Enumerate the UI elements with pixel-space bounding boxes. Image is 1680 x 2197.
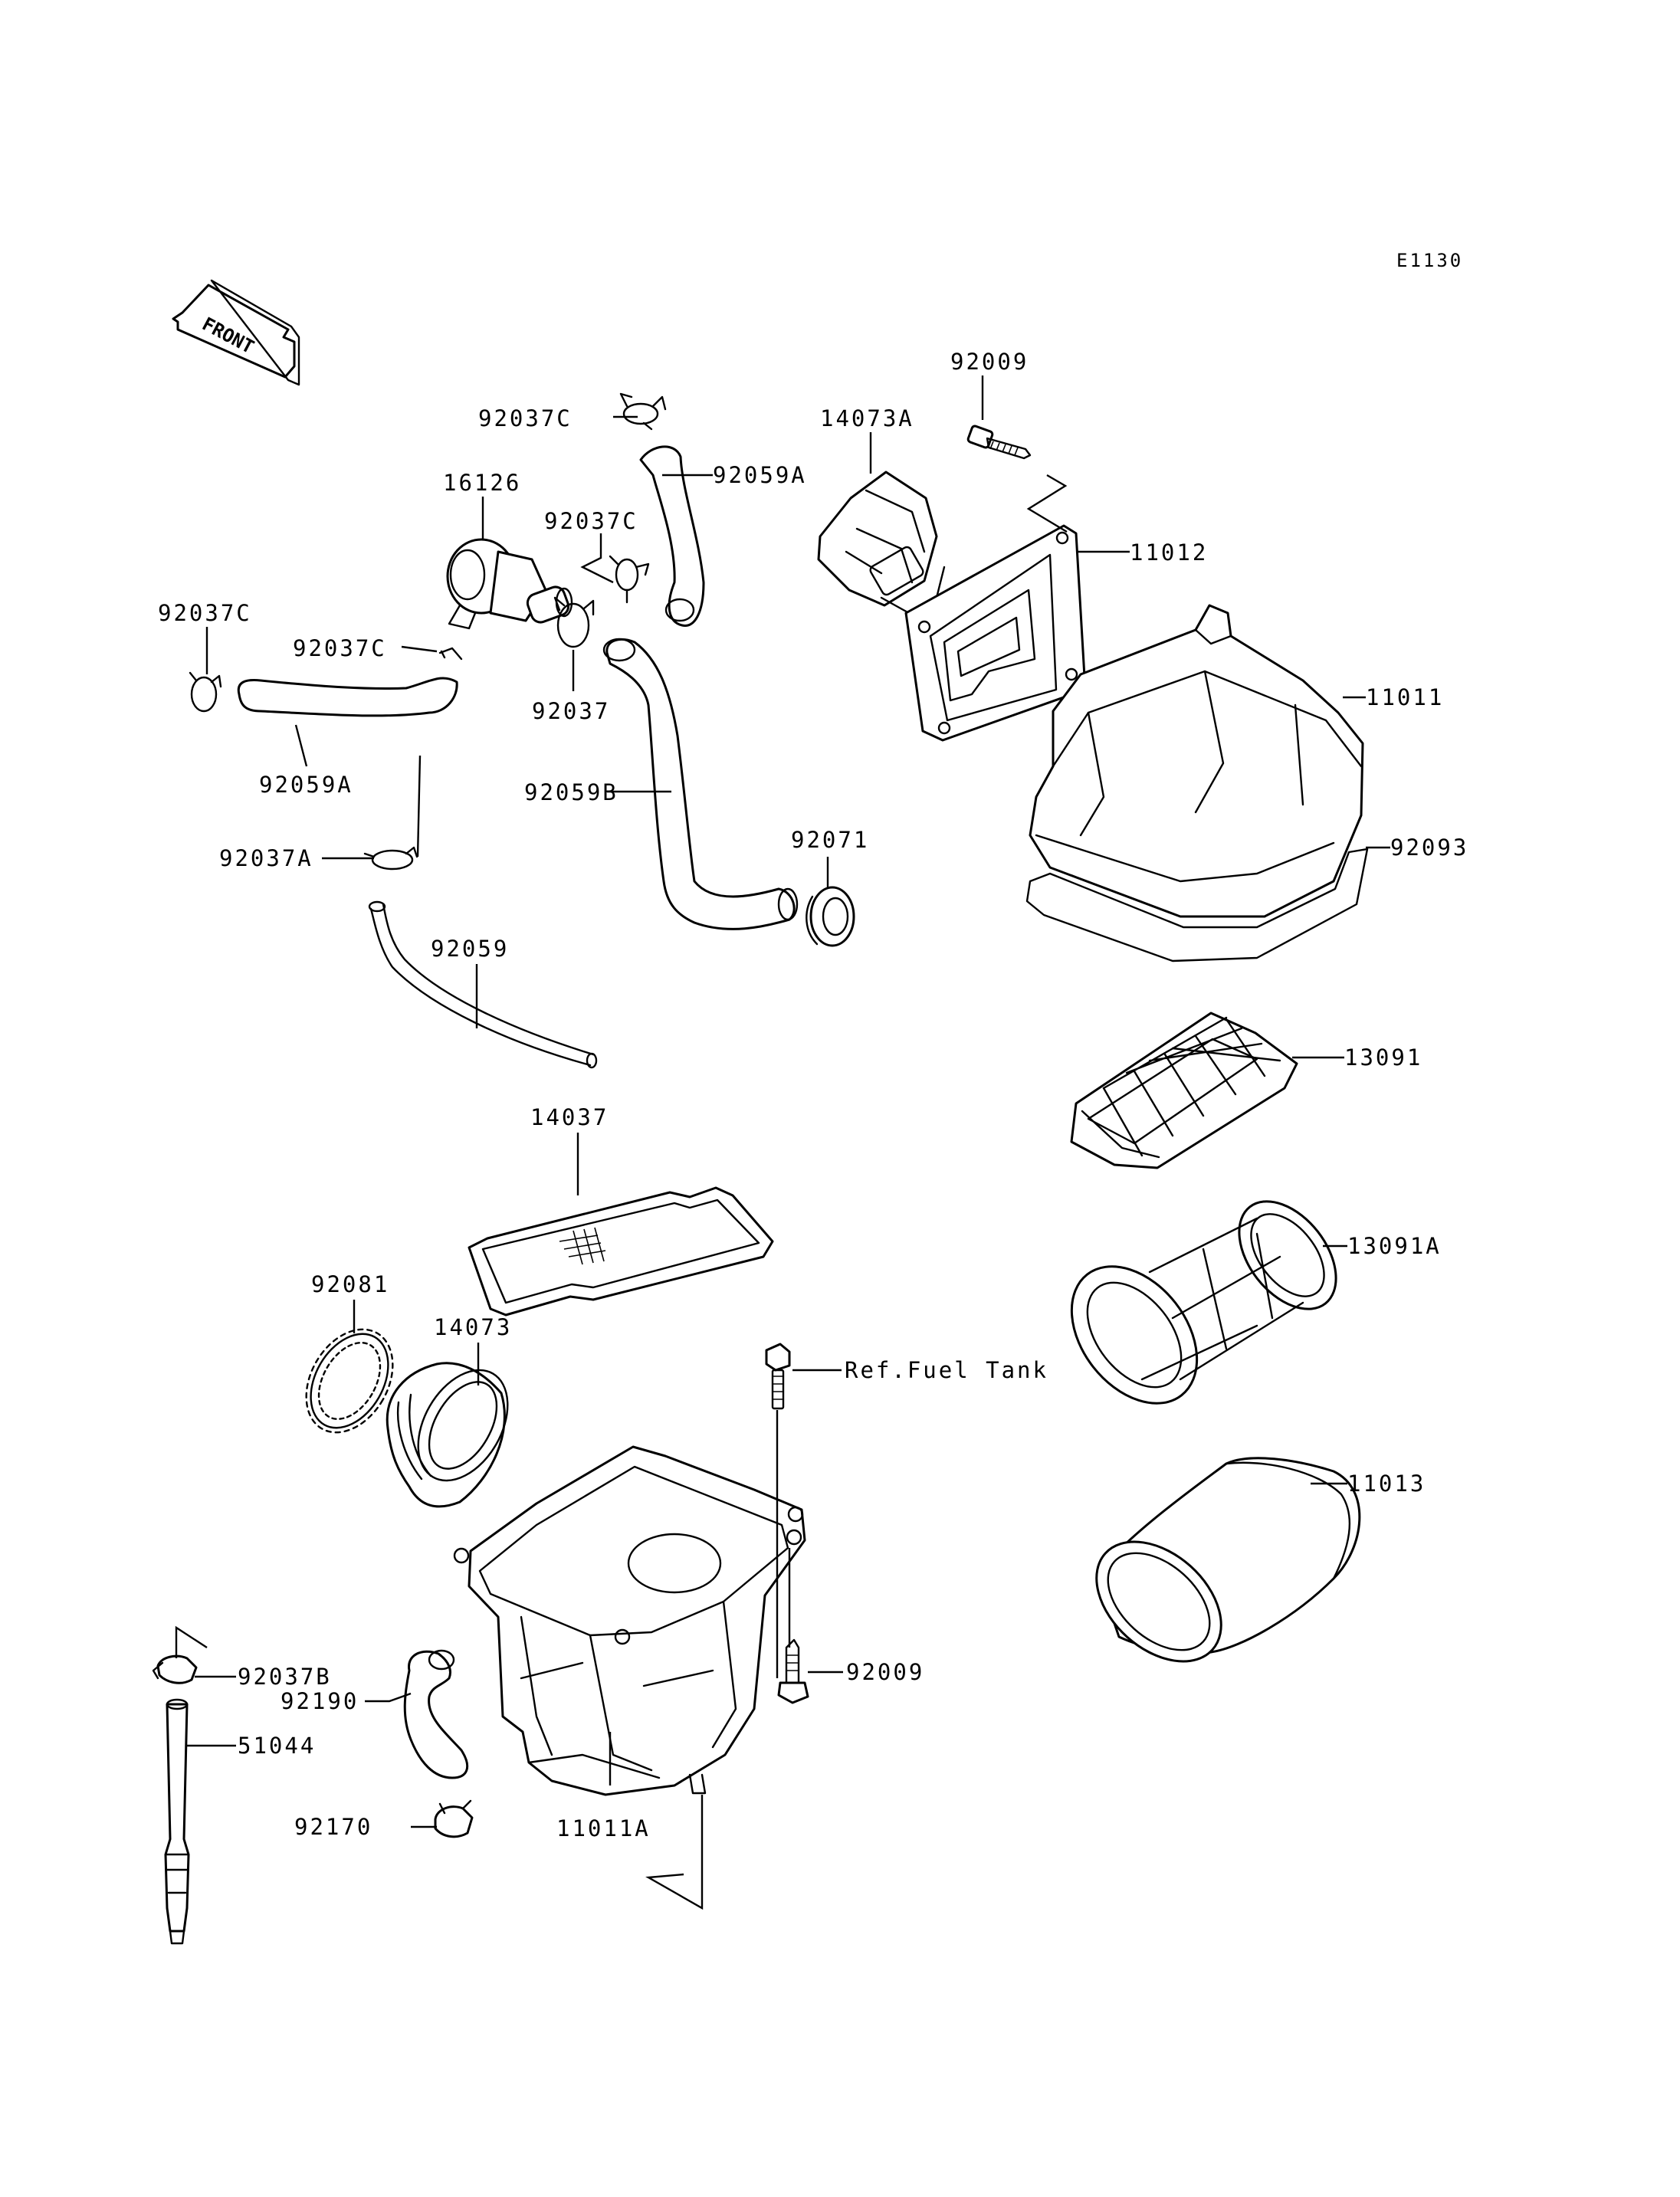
front-arrow-icon: FRONT <box>172 279 300 386</box>
label-51044: 51044 <box>238 1733 316 1759</box>
label-92037: 92037 <box>532 698 610 724</box>
label-92037B: 92037B <box>238 1664 332 1690</box>
tube-92059 <box>369 903 595 1067</box>
label-11012: 11012 <box>1130 539 1208 566</box>
leader-lines <box>175 375 1390 1910</box>
label-92059A-top: 92059A <box>713 462 807 488</box>
label-92009-top: 92009 <box>950 349 1029 375</box>
hose-92190 <box>403 1650 469 1779</box>
clamp-92037C-left <box>189 671 222 713</box>
spring-92081 <box>305 1328 394 1434</box>
duct-14073A <box>817 471 946 615</box>
grommet-92071 <box>806 886 855 947</box>
label-14073A: 14073A <box>820 405 914 431</box>
frame-13091A <box>1070 1200 1337 1405</box>
bolt-92009-top <box>966 425 1032 460</box>
label-11011: 11011 <box>1366 684 1444 710</box>
clamp-92037A <box>363 846 418 871</box>
holder-13091 <box>1070 1012 1298 1169</box>
label-92037A: 92037A <box>219 845 313 871</box>
label-92009-bottom: 92009 <box>846 1659 924 1685</box>
label-92059: 92059 <box>431 936 509 962</box>
element-11013 <box>1095 1457 1361 1663</box>
part-labels: 92009 92037C 14073A 92059A 16126 92037C … <box>158 349 1468 1841</box>
label-92170: 92170 <box>294 1814 372 1840</box>
label-11013: 11013 <box>1347 1471 1426 1497</box>
label-ref-fuel-tank: Ref.Fuel Tank <box>845 1357 1048 1383</box>
label-92059B: 92059B <box>524 779 619 805</box>
label-92037C-mid: 92037C <box>544 508 638 534</box>
label-92059A-left: 92059A <box>259 772 353 798</box>
clamp-92037C-small <box>438 647 463 661</box>
label-11011A: 11011A <box>556 1815 651 1841</box>
label-92071: 92071 <box>791 827 869 853</box>
label-92190: 92190 <box>281 1688 359 1714</box>
label-92037C-small: 92037C <box>293 635 387 661</box>
label-13091: 13091 <box>1344 1044 1422 1071</box>
boot-14073 <box>386 1362 509 1508</box>
tube-51044 <box>164 1698 190 1945</box>
bolt-ref-fuel-tank <box>765 1343 791 1410</box>
clamp-92037C-top <box>619 392 667 431</box>
label-14073: 14073 <box>434 1314 512 1340</box>
label-92093: 92093 <box>1390 835 1468 861</box>
clamp-92170 <box>434 1799 474 1838</box>
label-92037C-top: 92037C <box>478 405 573 431</box>
hose-92059B <box>605 638 796 930</box>
valve-16126 <box>446 538 573 630</box>
bolt-92009-bottom <box>777 1638 809 1704</box>
label-92081: 92081 <box>311 1271 389 1297</box>
clamp-92037 <box>553 596 595 648</box>
diagram-code: E1130 <box>1396 250 1463 271</box>
label-16126: 16126 <box>443 470 521 496</box>
plate-11012 <box>904 524 1087 742</box>
gasket-14037 <box>468 1186 774 1317</box>
hose-92059A-top <box>639 445 705 627</box>
label-13091A: 13091A <box>1347 1233 1442 1259</box>
label-14037: 14037 <box>530 1104 609 1130</box>
lower-housing-11011A <box>453 1445 806 1796</box>
gasket-92093 <box>1025 848 1369 962</box>
label-92037C-left: 92037C <box>158 600 252 626</box>
clamp-92037B <box>152 1654 198 1684</box>
upper-housing-11011 <box>1029 604 1364 918</box>
clamp-92037C-mid <box>609 555 650 604</box>
hose-92059A-left <box>237 677 458 717</box>
